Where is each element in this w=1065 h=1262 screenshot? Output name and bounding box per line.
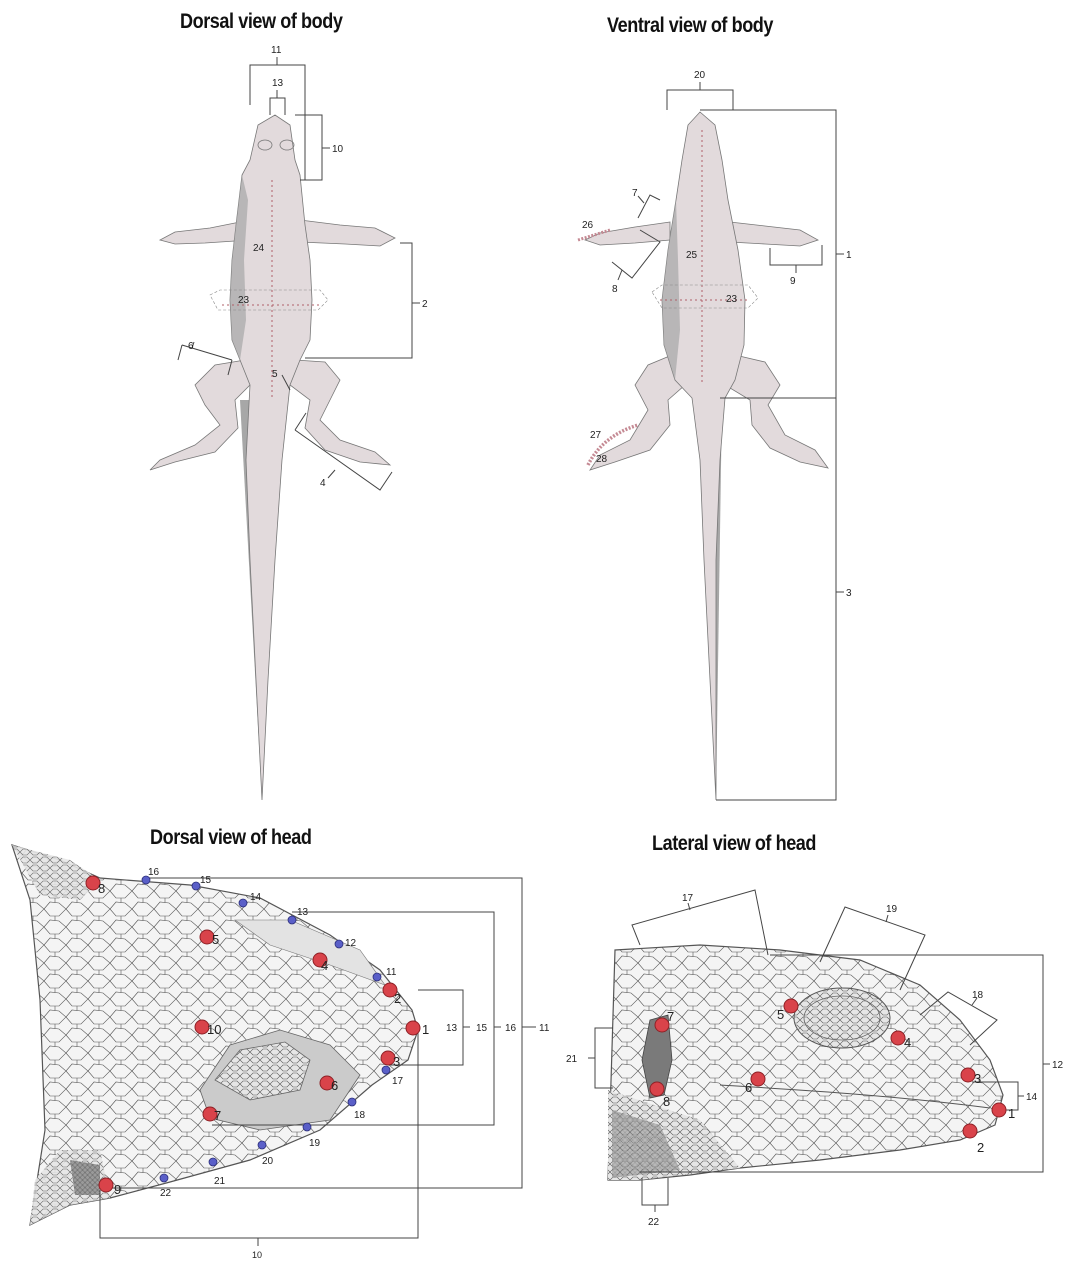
lateral-head-label-21: 21 [566,1054,578,1065]
ventral-body-label-8: 8 [612,284,618,295]
dorsal-head-landmark-3: 3 [393,1054,400,1069]
dorsal-head-bracket-10: 10 [252,1250,262,1260]
dorsal-head-semilandmark-19: 19 [309,1138,321,1149]
lateral-head-landmark-5: 5 [777,1007,784,1022]
lateral-head-landmark-6: 6 [745,1080,752,1095]
lateral-head-label-12: 12 [1052,1060,1064,1071]
ventral-body-label-27: 27 [590,430,602,441]
ventral-body-label-7: 7 [632,188,638,199]
dorsal-head-landmark-8: 8 [98,881,105,896]
dorsal-head-bracket-16: 16 [505,1023,517,1034]
dorsal-body-label-2: 2 [422,299,428,310]
ventral-body-label-20: 20 [694,70,706,81]
dorsal-head-landmark-7: 7 [214,1108,221,1123]
lateral-head-label-14: 14 [1026,1092,1038,1103]
dorsal-body-label-11: 11 [271,45,282,56]
lateral-head-label-18: 18 [972,990,984,1001]
lateral-head-label-22: 22 [648,1217,660,1228]
lateral-head-landmark-7: 7 [667,1009,674,1024]
ventral-body-label-28: 28 [596,454,608,465]
dorsal-head-semilandmark-18: 18 [354,1110,366,1121]
dorsal-body-label-23: 23 [238,295,250,306]
ventral-body-label-9: 9 [790,276,796,287]
ventral-body-label-25: 25 [686,250,698,261]
ventral-body-lizard [578,112,828,800]
dorsal-head-semilandmark-16: 16 [148,867,160,878]
lateral-head-landmark-3: 3 [974,1071,981,1086]
dorsal-body-label-5: 5 [272,369,278,380]
dorsal-head-semilandmark-20: 20 [262,1156,274,1167]
dorsal-body-label-10: 10 [332,144,344,155]
dorsal-head-bracket-15: 15 [476,1023,488,1034]
lateral-head-landmark-2: 2 [977,1140,984,1155]
dorsal-head-semilandmark-12: 12 [345,938,357,949]
dorsal-head-landmark-9: 9 [114,1182,121,1197]
lateral-head-label-19: 19 [886,904,898,915]
lateral-head-label-17: 17 [682,893,694,904]
dorsal-head-semilandmark-14: 14 [250,892,262,903]
ventral-body-label-26: 26 [582,220,594,231]
dorsal-head-landmark-5: 5 [212,932,219,947]
dorsal-body-label-6: 6 [188,341,194,352]
dorsal-head-landmark-1: 1 [422,1022,429,1037]
dorsal-head-semilandmark-17: 17 [392,1076,404,1087]
ventral-body-label-1: 1 [846,250,852,261]
dorsal-head-semilandmark-11: 11 [386,967,397,978]
dorsal-head-semilandmark-22: 22 [160,1188,172,1199]
dorsal-head-bracket-13: 13 [446,1023,458,1034]
lateral-head-landmark-8: 8 [663,1094,670,1109]
dorsal-head-landmark-2: 2 [394,991,401,1006]
ventral-body-label-23: 23 [726,294,738,305]
lateral-head-landmark-1: 1 [1008,1106,1015,1121]
ventral-body-label-3: 3 [846,588,852,599]
dorsal-body-label-13: 13 [272,78,284,89]
dorsal-head-landmark-10: 10 [207,1022,221,1037]
dorsal-head-semilandmark-15: 15 [200,875,212,886]
dorsal-head-semilandmark-13: 13 [297,907,309,918]
dorsal-body-label-4: 4 [320,478,326,489]
dorsal-body-lizard [150,115,395,800]
dorsal-head-bracket-11: 11 [539,1023,550,1034]
dorsal-head-landmark-6: 6 [331,1078,338,1093]
lateral-head-drawing [608,945,1003,1180]
dorsal-head-landmark-4: 4 [321,958,328,973]
dorsal-head-semilandmark-21: 21 [214,1176,226,1187]
dorsal-body-label-24: 24 [253,243,265,254]
lateral-head-landmark-4: 4 [904,1035,911,1050]
